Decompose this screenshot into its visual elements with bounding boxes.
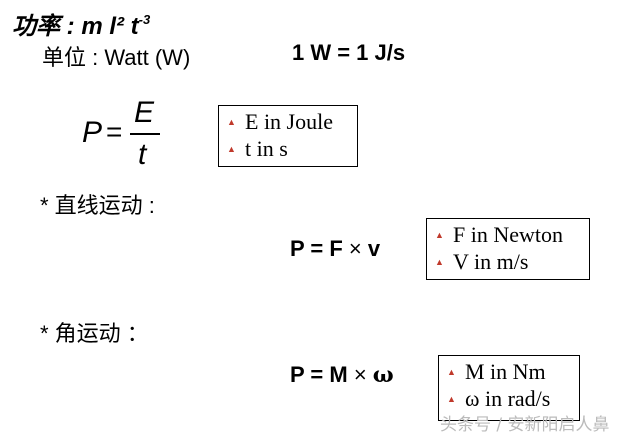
box-item: ▲ t in s [227, 135, 349, 162]
bullet-marker-icon: ▲ [435, 256, 444, 267]
angular-formula-rhs: ω [372, 362, 394, 388]
box-item-text: F in Newton [453, 221, 563, 247]
linear-formula-lhs: P = F [290, 236, 343, 261]
box-item-text: E in Joule [245, 108, 333, 134]
box-item: ▲ M in Nm [447, 358, 571, 385]
watermark: 头条号 / 安新阳启人鼻 [440, 415, 610, 435]
bullet-marker-icon: ▲ [447, 366, 456, 377]
box-item-text: M in Nm [465, 358, 546, 384]
box-item: ▲ V in m/s [435, 248, 581, 275]
fraction-bar [130, 133, 160, 135]
definition-box-linear: ▲ F in Newton ▲ V in m/s [426, 218, 590, 280]
angular-heading: * 角运动 ： [40, 321, 149, 346]
title-text: 功率 : m l² t [12, 13, 139, 40]
box-item: ▲ ω in rad/s [447, 385, 571, 412]
title-exponent: -3 [138, 12, 151, 27]
fraction-lhs: P [82, 116, 103, 149]
box-item-text: t in s [245, 135, 288, 161]
unit-label: 单位 : Watt (W) [42, 45, 191, 70]
slide-title: 功率 : m l² t-3 [12, 6, 150, 41]
angular-formula-lhs: P = M [290, 362, 348, 387]
angular-formula: P = M × ω [290, 362, 394, 388]
linear-formula: P = F × v [290, 236, 380, 262]
fraction-numerator: E [134, 96, 155, 129]
multiply-icon: × [353, 362, 367, 387]
fraction-equals: = [106, 116, 123, 147]
definition-box-energy: ▲ E in Joule ▲ t in s [218, 105, 358, 167]
definition-box-angular: ▲ M in Nm ▲ ω in rad/s [438, 355, 580, 421]
unit-equation: 1 W = 1 J/s [292, 40, 406, 65]
bullet-marker-icon: ▲ [227, 116, 236, 127]
multiply-icon: × [348, 236, 362, 261]
box-item: ▲ F in Newton [435, 221, 581, 248]
bullet-marker-icon: ▲ [435, 229, 444, 240]
box-item-text: ω in rad/s [465, 385, 551, 411]
bullet-marker-icon: ▲ [447, 393, 456, 404]
fraction-denominator: t [138, 138, 147, 171]
bullet-marker-icon: ▲ [227, 143, 236, 154]
linear-formula-rhs: v [367, 236, 381, 261]
linear-heading: * 直线运动 : [40, 193, 155, 218]
box-item: ▲ E in Joule [227, 108, 349, 135]
box-item-text: V in m/s [453, 248, 529, 274]
